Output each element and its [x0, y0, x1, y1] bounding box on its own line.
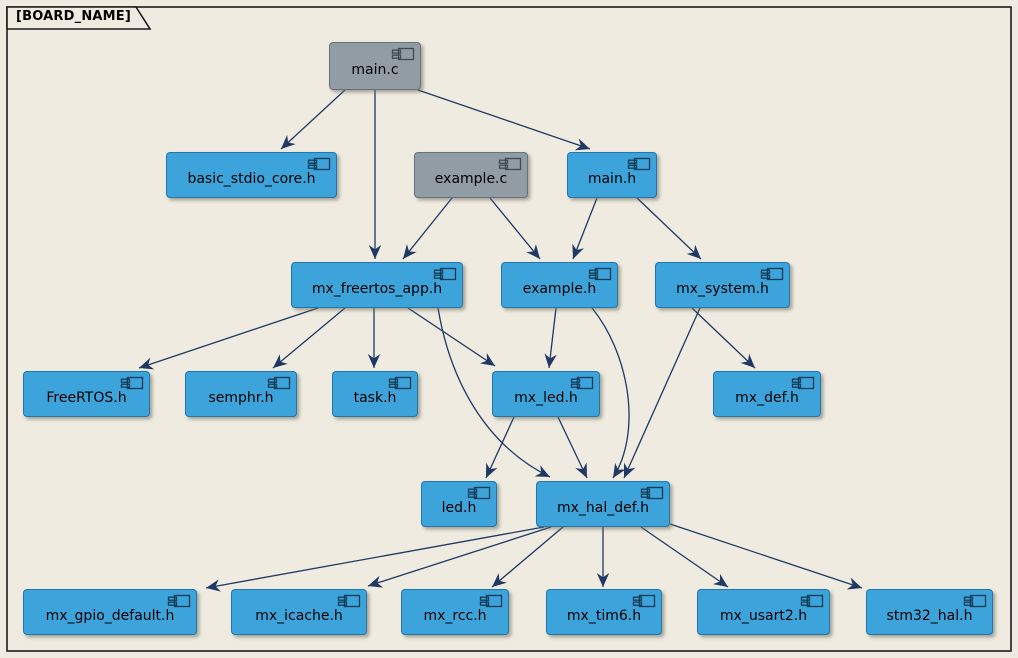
component-icon	[337, 594, 361, 608]
component-icon	[391, 47, 415, 61]
edge-mx-hal-def-h-to-mx-icache-h	[367, 526, 552, 588]
edge-mx-hal-def-h-to-stm32-hal-h	[669, 523, 863, 590]
edge-main-h-to-example-h	[572, 197, 598, 260]
edge-mx-hal-def-h-to-mx-gpio-default-h	[205, 526, 545, 592]
edge-mx-freertos-app-h-to-mx-hal-def-h	[437, 307, 551, 478]
node-mx-led-h: mx_led.h	[492, 371, 600, 417]
edge-main-c-to-main-h	[417, 89, 591, 151]
node-led-h: led.h	[421, 481, 497, 527]
component-icon	[588, 267, 612, 281]
edge-main-h-to-mx-system-h	[636, 197, 702, 260]
node-label: led.h	[441, 500, 477, 516]
node-mx-gpio-default-h: mx_gpio_default.h	[23, 589, 197, 635]
edge-mx-system-h-to-mx-def-h	[691, 307, 756, 369]
edge-mx-hal-def-h-to-mx-usart2-h	[640, 526, 729, 588]
node-label: mx_def.h	[735, 390, 799, 406]
node-label: mx_icache.h	[255, 608, 343, 624]
node-mx-def-h: mx_def.h	[713, 371, 821, 417]
node-mx-icache-h: mx_icache.h	[231, 589, 367, 635]
node-basic-stdio-core-h: basic_stdio_core.h	[166, 152, 337, 198]
dependency-edges	[138, 89, 863, 592]
node-label: mx_rcc.h	[423, 608, 487, 624]
component-icon	[627, 157, 651, 171]
edge-mx-freertos-app-h-to-semphr-h	[272, 307, 346, 369]
component-icon	[632, 594, 656, 608]
node-label: example.c	[434, 171, 508, 187]
component-icon	[267, 376, 291, 390]
component-icon	[167, 594, 191, 608]
node-semphr-h: semphr.h	[185, 371, 297, 417]
frame-tab	[6, 6, 152, 30]
component-icon	[120, 376, 144, 390]
node-mx-system-h: mx_system.h	[655, 262, 790, 308]
node-label: main.h	[587, 171, 637, 187]
node-label: example.h	[522, 281, 597, 297]
component-icon	[791, 376, 815, 390]
edge-example-h-to-mx-led-h	[544, 307, 557, 369]
component-icon	[800, 594, 824, 608]
component-icon	[467, 486, 491, 500]
node-label: mx_system.h	[676, 281, 769, 297]
component-icon	[479, 594, 503, 608]
edge-mx-freertos-app-h-to-freertos-h	[138, 307, 319, 370]
node-stm32-hal-h: stm32_hal.h	[866, 589, 993, 635]
node-label: basic_stdio_core.h	[187, 171, 316, 187]
edge-example-h-to-mx-hal-def-h	[591, 307, 630, 479]
component-icon	[760, 267, 784, 281]
edge-example-c-to-example-h	[489, 197, 541, 260]
node-label: mx_tim6.h	[566, 608, 642, 624]
edge-example-c-to-mx-freertos-app-h	[402, 197, 453, 260]
node-example-h: example.h	[501, 262, 618, 308]
component-icon	[307, 157, 331, 171]
node-mx-rcc-h: mx_rcc.h	[401, 589, 509, 635]
node-mx-freertos-app-h: mx_freertos_app.h	[291, 262, 463, 308]
edge-mx-freertos-app-h-to-mx-led-h	[407, 307, 496, 367]
frame-border	[6, 6, 1012, 652]
edge-mx-hal-def-h-to-mx-rcc-h	[491, 526, 564, 588]
node-label: stm32_hal.h	[886, 608, 973, 624]
node-mx-hal-def-h: mx_hal_def.h	[536, 481, 670, 527]
frame-title: [BOARD_NAME]	[16, 9, 132, 24]
node-label: FreeRTOS.h	[46, 390, 127, 406]
node-task-h: task.h	[332, 371, 418, 417]
edge-mx-system-h-to-mx-hal-def-h	[623, 307, 701, 479]
node-example-c: example.c	[414, 152, 528, 198]
component-icon	[388, 376, 412, 390]
component-icon	[433, 267, 457, 281]
component-icon	[640, 486, 664, 500]
node-main-c: main.c	[329, 42, 421, 90]
component-icon	[498, 157, 522, 171]
node-label: semphr.h	[208, 390, 274, 406]
edge-mx-led-h-to-mx-hal-def-h	[557, 416, 588, 479]
node-mx-tim6-h: mx_tim6.h	[546, 589, 662, 635]
edge-mx-led-h-to-led-h	[485, 416, 515, 479]
node-label: mx_usart2.h	[719, 608, 808, 624]
node-main-h: main.h	[567, 152, 657, 198]
node-label: main.c	[351, 62, 399, 78]
node-label: mx_freertos_app.h	[311, 281, 443, 297]
component-icon	[963, 594, 987, 608]
component-icon	[570, 376, 594, 390]
node-label: mx_hal_def.h	[557, 500, 649, 516]
node-freertos-h: FreeRTOS.h	[23, 371, 150, 417]
node-label: mx_gpio_default.h	[45, 608, 175, 624]
node-mx-usart2-h: mx_usart2.h	[697, 589, 830, 635]
node-label: mx_led.h	[514, 390, 578, 406]
node-label: task.h	[353, 390, 397, 406]
edge-main-c-to-basic-stdio-core-h	[280, 89, 346, 150]
